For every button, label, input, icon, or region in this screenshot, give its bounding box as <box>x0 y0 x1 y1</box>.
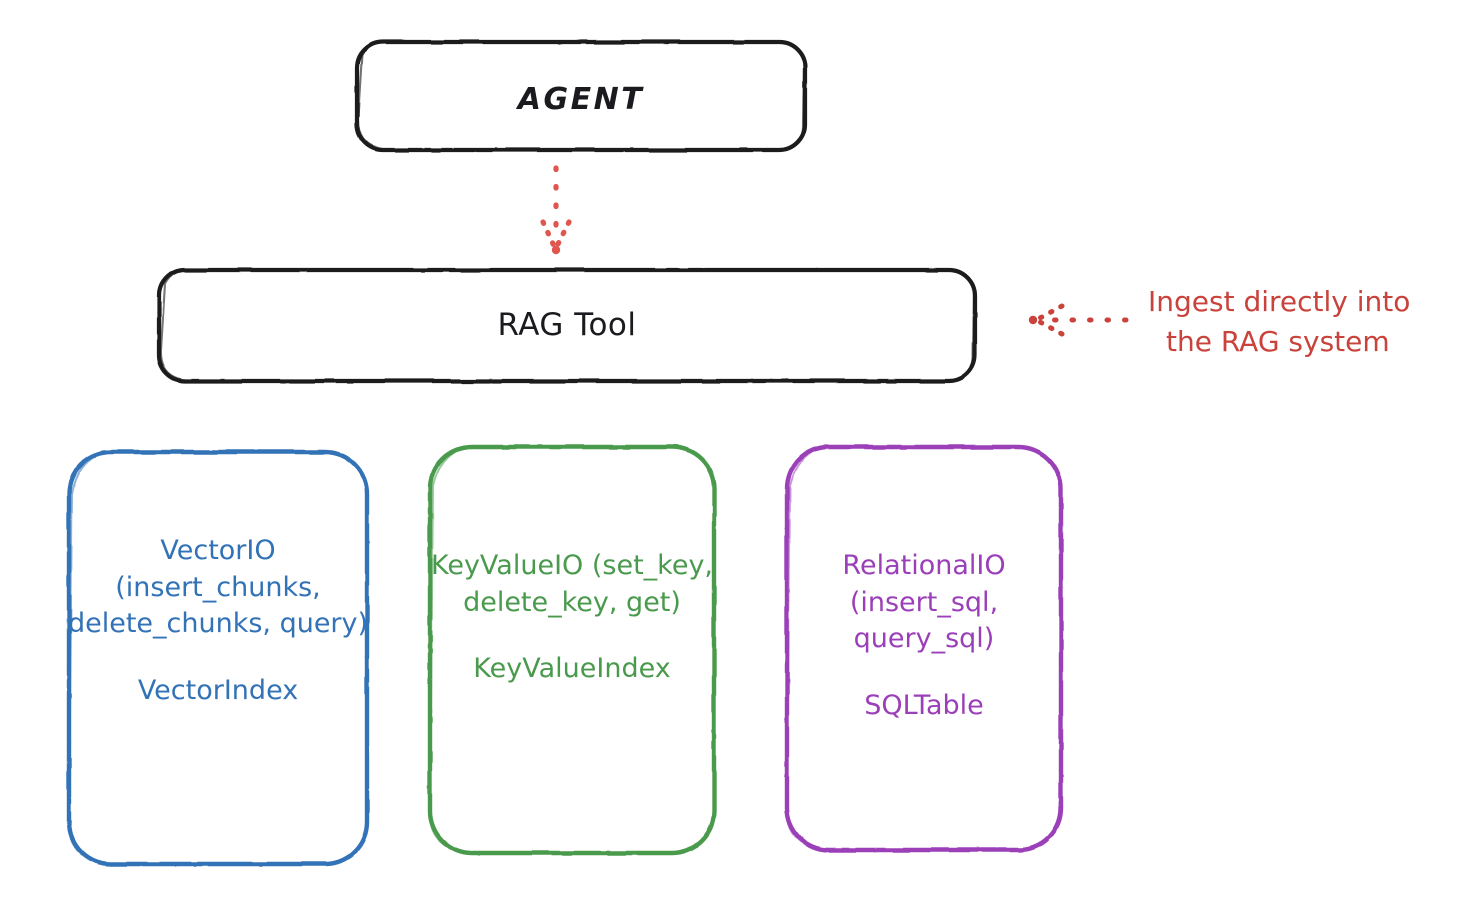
agent-to-rag-connector <box>540 165 572 255</box>
agent-box[interactable] <box>354 39 808 153</box>
relational-io-box[interactable] <box>784 444 1064 853</box>
key-value-io-box[interactable] <box>427 444 717 856</box>
rag-tool-box[interactable] <box>156 267 978 384</box>
vector-io-box[interactable] <box>66 449 370 867</box>
ingest-arrow-connector <box>1028 303 1129 337</box>
